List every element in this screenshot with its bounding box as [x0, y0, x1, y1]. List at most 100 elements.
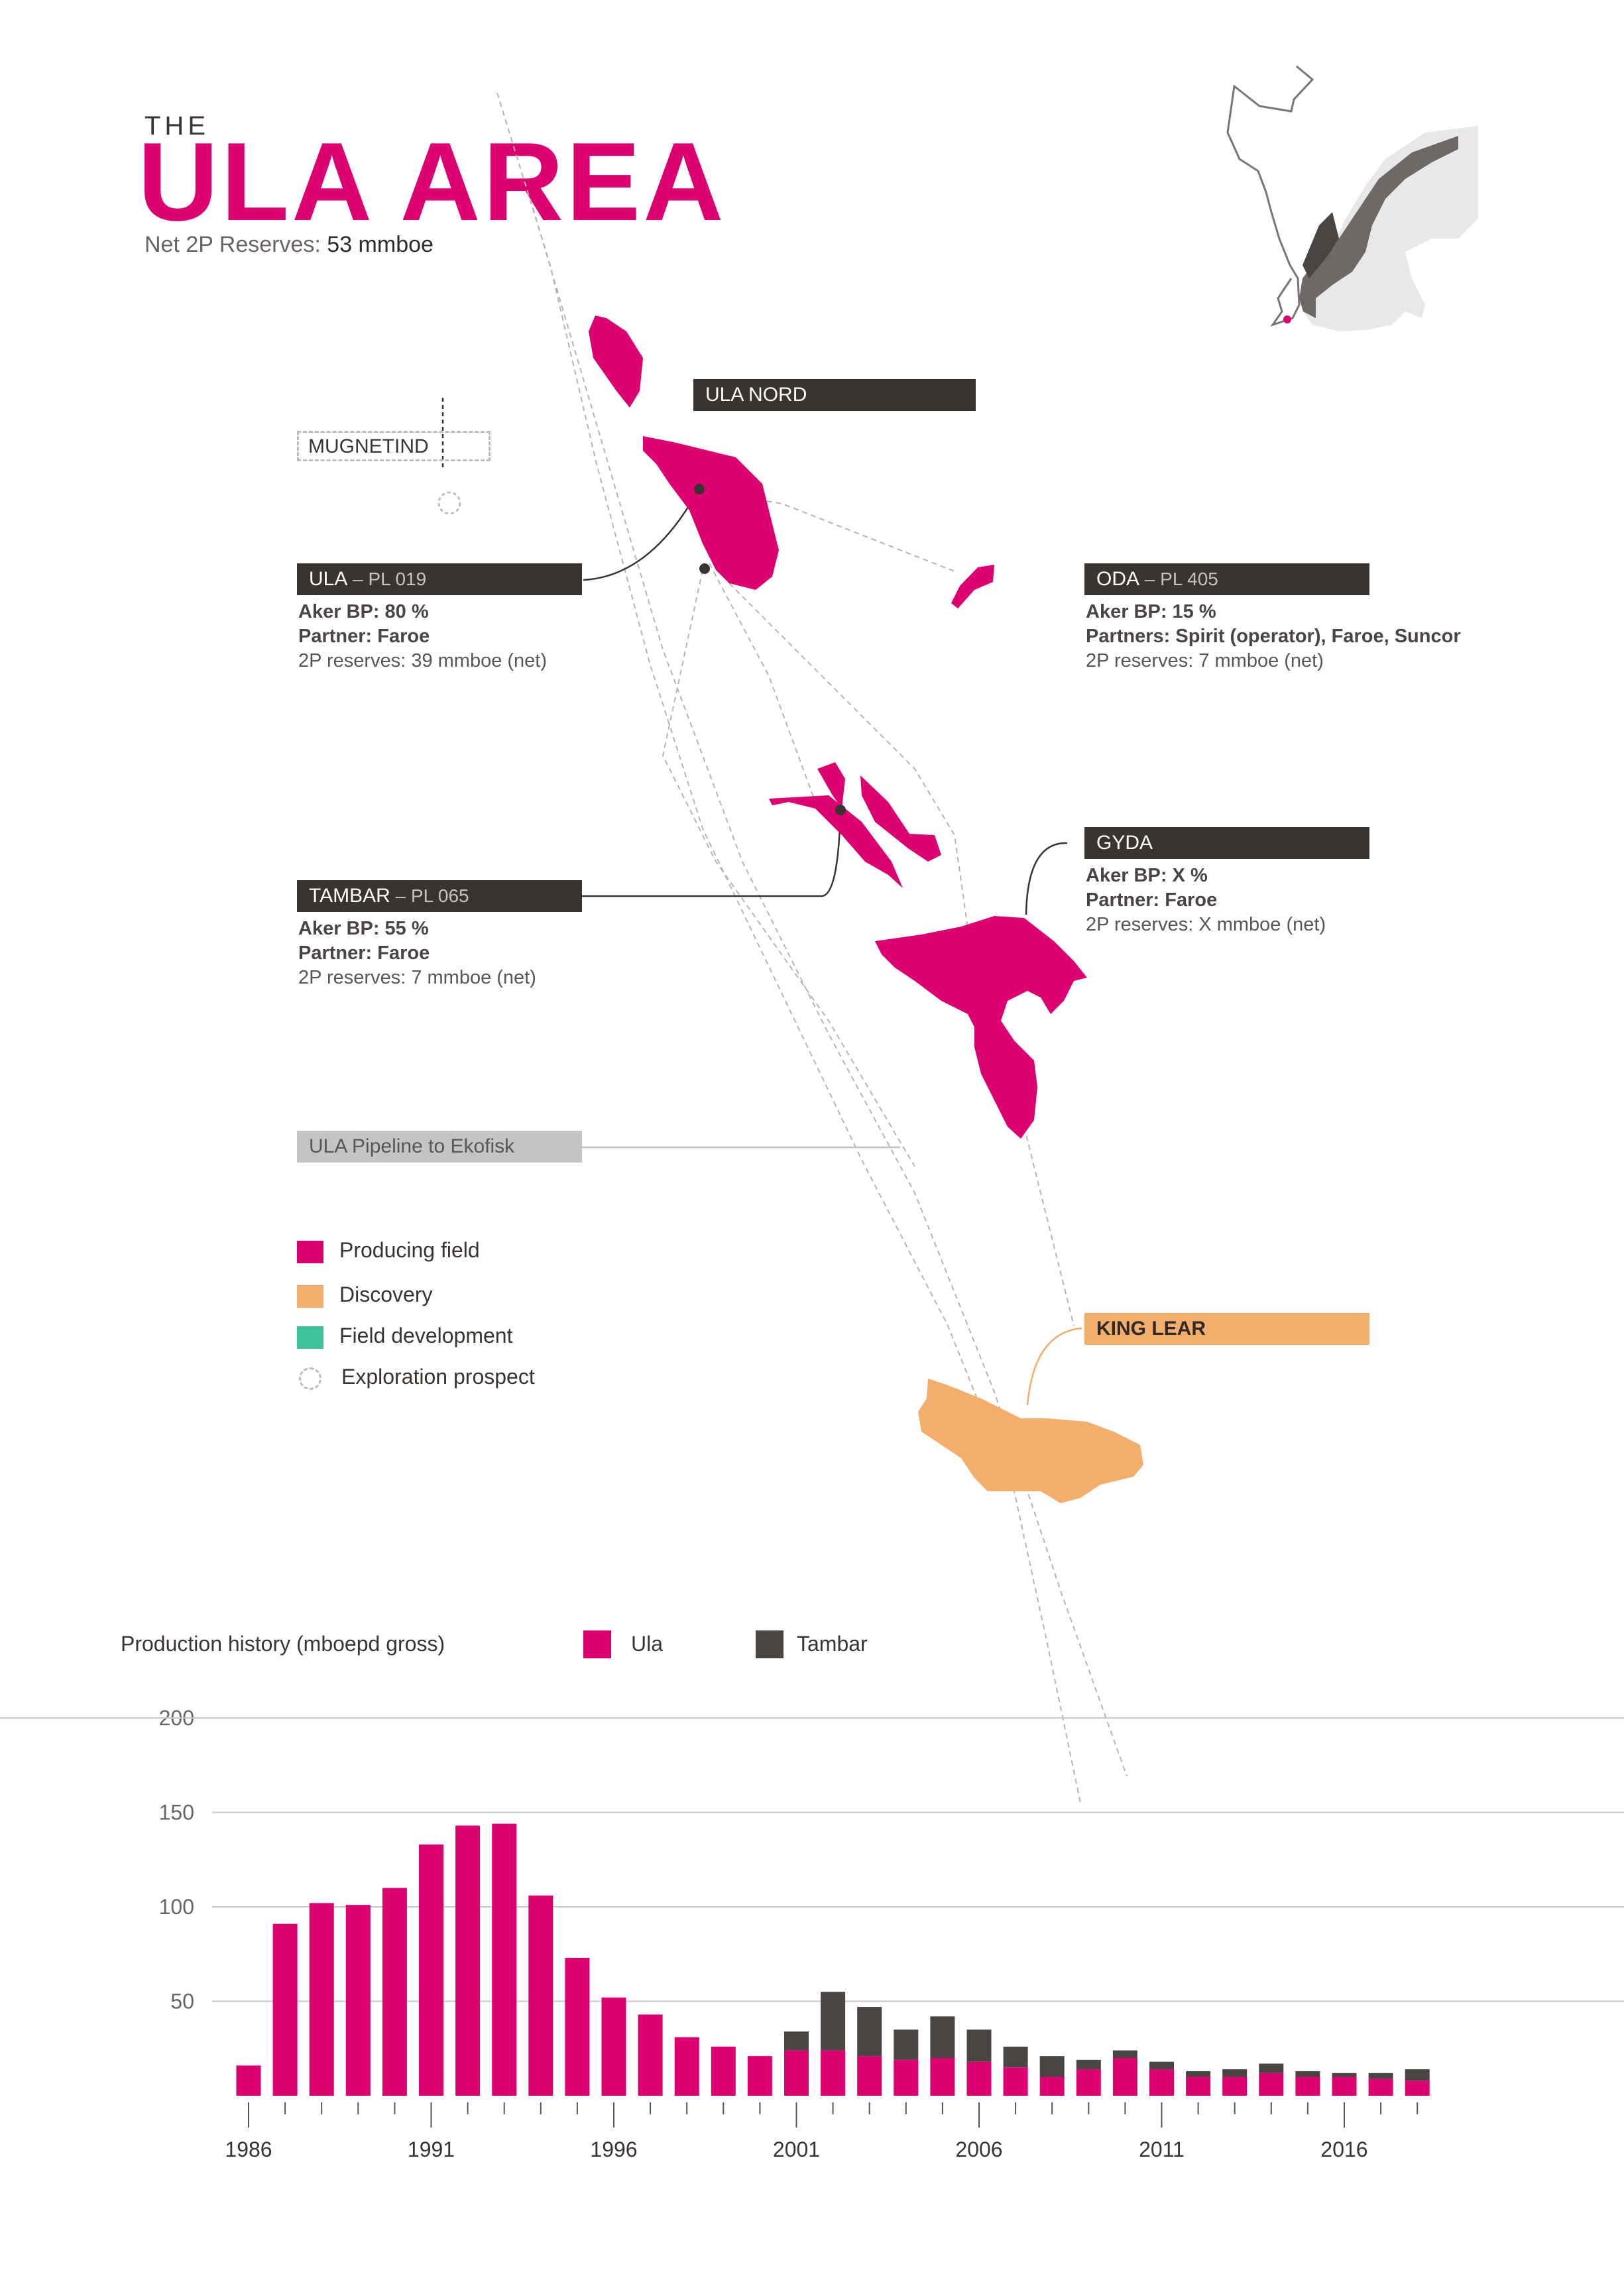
bar-tambar-2015 [1295, 2071, 1320, 2077]
bar-ula-2006 [966, 2061, 992, 2096]
oda-label: ODA – PL 405 [1084, 563, 1369, 595]
oda-field [951, 565, 994, 608]
bar-ula-1989 [345, 1905, 371, 2096]
gyda-field [875, 916, 1087, 1139]
page-title: ULA AREA [138, 119, 726, 244]
king-lear-connector [1026, 1327, 1082, 1406]
tambar-label: TAMBAR – PL 065 [297, 880, 582, 912]
bar-ula-1993 [492, 1823, 517, 2096]
legend-producing-label: Producing field [339, 1238, 480, 1262]
bar-ula-2004 [894, 2059, 919, 2096]
ula-reserves: 2P reserves: 39 mmboe (net) [298, 650, 548, 671]
tambar-field-north [817, 762, 845, 809]
oda-name: ODA [1096, 568, 1140, 590]
bar-ula-2012 [1186, 2077, 1211, 2096]
x-tick-label-1996: 1996 [590, 2137, 637, 2161]
bar-ula-2000 [747, 2056, 772, 2096]
gyda-partner: Partner: Faroe [1086, 889, 1218, 911]
x-tick-label-1991: 1991 [408, 2137, 455, 2161]
bar-ula-1986 [236, 2065, 261, 2096]
bar-ula-1994 [528, 1895, 553, 2096]
bar-ula-2016 [1332, 2077, 1357, 2096]
x-tick-label-1986: 1986 [225, 2137, 272, 2161]
pipeline-lines [496, 92, 1128, 1803]
y-tick-label-50: 50 [170, 1990, 194, 2014]
ula-connector [583, 491, 699, 581]
bar-ula-1988 [309, 1903, 334, 2096]
bar-ula-2001 [784, 2050, 809, 2096]
tambar-field [769, 795, 903, 888]
ula-well-2 [699, 563, 710, 574]
oda-info: Aker BP: 15 % Partners: Spirit (operator… [1086, 600, 1461, 673]
bar-ula-1992 [455, 1825, 481, 2096]
oda-partner: Partners: Spirit (operator), Faroe, Sunc… [1086, 626, 1461, 647]
bar-ula-2005 [930, 2058, 955, 2096]
gyda-reserves: 2P reserves: X mmboe (net) [1086, 914, 1326, 935]
bar-ula-2011 [1149, 2069, 1174, 2096]
ula-name: ULA [309, 568, 348, 590]
bar-tambar-2018 [1405, 2069, 1430, 2081]
ula-license: – PL 019 [347, 569, 427, 589]
ula-well [694, 484, 705, 494]
bar-ula-1997 [638, 2014, 663, 2096]
bar-tambar-2005 [930, 2016, 955, 2058]
tambar-reserves: 2P reserves: 7 mmboe (net) [298, 967, 536, 988]
reserves-label: Net 2P Reserves: [145, 232, 321, 257]
tambar-well [835, 805, 846, 815]
legend-producing: Producing field [297, 1237, 535, 1263]
legend-tambar-swatch [756, 1630, 783, 1658]
field-development-swatch [297, 1326, 323, 1349]
ula-nord-field [589, 315, 643, 408]
tambar-info: Aker BP: 55 % Partner: Faroe 2P reserves… [298, 917, 536, 990]
net-reserves: Net 2P Reserves: 53 mmboe [145, 232, 434, 258]
bar-ula-1996 [601, 1997, 626, 2096]
bar-ula-2018 [1405, 2080, 1430, 2096]
bar-ula-2003 [857, 2056, 882, 2096]
bar-tambar-2007 [1003, 2046, 1028, 2068]
tambar-name: TAMBAR [309, 885, 390, 907]
bar-ula-2007 [1003, 2067, 1028, 2096]
legend-ula-swatch [583, 1630, 611, 1658]
bar-tambar-2013 [1222, 2069, 1247, 2077]
bar-ula-1990 [382, 1888, 407, 2096]
oda-reserves: 2P reserves: 7 mmboe (net) [1086, 650, 1324, 671]
ula-info: Aker BP: 80 % Partner: Faroe 2P reserves… [298, 600, 547, 673]
mugnetind-label: MUGNETIND [297, 431, 491, 461]
tambar-share: Aker BP: 55 % [298, 918, 429, 939]
tambar-license: – PL 065 [390, 885, 469, 906]
oda-license: – PL 405 [1139, 569, 1218, 589]
bar-tambar-2006 [966, 2029, 992, 2062]
bar-tambar-2001 [784, 2031, 809, 2051]
bar-ula-1998 [674, 2037, 699, 2096]
exploration-swatch [299, 1367, 321, 1390]
legend-field-development: Field development [297, 1322, 535, 1349]
bar-ula-1991 [419, 1844, 443, 2096]
ula-label: ULA – PL 019 [297, 563, 582, 595]
x-tick-label-2006: 2006 [955, 2137, 1002, 2161]
ula-field [643, 436, 779, 590]
title-kicker: THE [145, 111, 209, 141]
bar-ula-2009 [1076, 2069, 1101, 2096]
king-lear-label: KING LEAR [1084, 1313, 1369, 1345]
reserves-value: 53 mmboe [327, 232, 434, 257]
y-tick-label-100: 100 [159, 1895, 194, 1919]
bar-ula-2008 [1039, 2077, 1065, 2096]
bar-tambar-2012 [1186, 2071, 1211, 2077]
producing-swatch [297, 1240, 323, 1263]
ula-nord-label: ULA NORD [693, 379, 976, 411]
bar-ula-1987 [272, 1923, 298, 2096]
x-tick-label-2016: 2016 [1320, 2137, 1367, 2161]
bar-ula-2015 [1295, 2077, 1320, 2096]
bar-tambar-2017 [1368, 2073, 1393, 2079]
norway-locator-map [1226, 65, 1478, 331]
x-tick-label-2011: 2011 [1139, 2137, 1185, 2161]
legend-discovery-label: Discovery [339, 1282, 433, 1306]
bar-tambar-2011 [1149, 2061, 1174, 2070]
discovery-swatch [297, 1284, 323, 1308]
map-legend: Producing field Discovery Field developm… [297, 1237, 535, 1390]
bar-tambar-2009 [1076, 2059, 1101, 2070]
tambar-partner: Partner: Faroe [298, 942, 430, 964]
ula-partner: Partner: Faroe [298, 626, 430, 647]
bar-tambar-2004 [894, 2029, 919, 2060]
